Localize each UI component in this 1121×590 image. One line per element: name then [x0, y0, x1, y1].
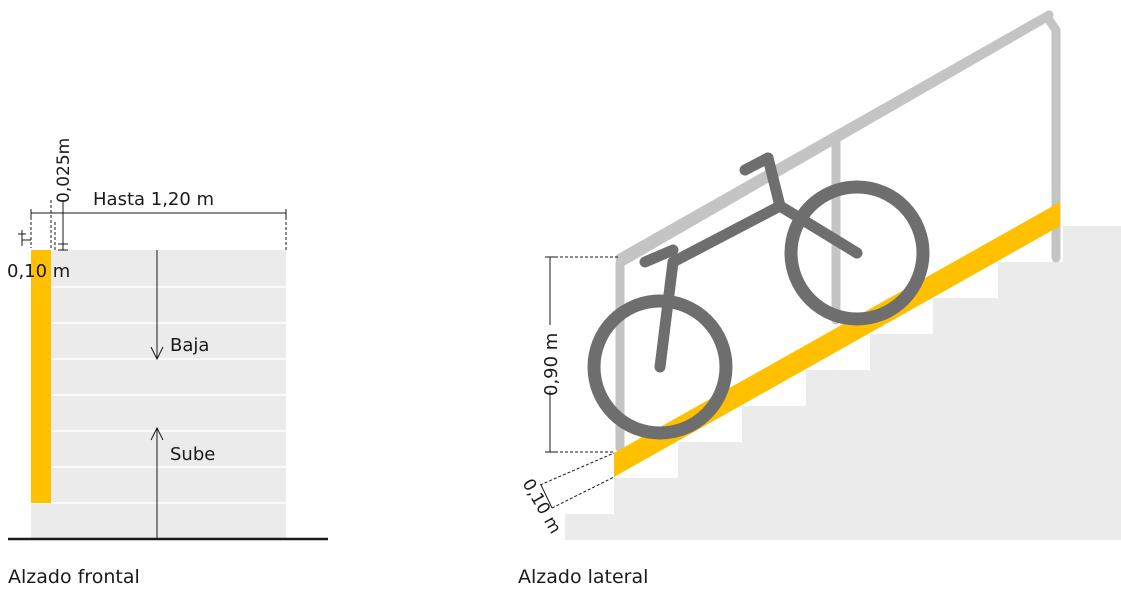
height-label: 0,90 m — [541, 333, 562, 396]
bicycle-front-wheel — [784, 180, 930, 326]
channel-label-side: 0,10 m — [518, 476, 565, 538]
up-label: Sube — [170, 444, 215, 465]
down-label: Baja — [170, 335, 209, 356]
side-stairs — [565, 226, 1121, 540]
channel-label-front: 0,10 m — [7, 261, 70, 282]
side-bike-channel — [614, 202, 1060, 477]
width-label: Hasta 1,20 m — [93, 189, 214, 210]
side-channel-dimension — [539, 452, 615, 509]
side-elevation: 0,90 m 0,10 m — [518, 10, 1121, 540]
up-arrow — [150, 426, 164, 539]
front-stairs — [31, 250, 286, 538]
gap-label: 0,025m — [54, 138, 74, 203]
front-elevation: Hasta 1,20 m 0,025m 0,10 m Baja Sube — [7, 138, 328, 541]
side-caption: Alzado lateral — [518, 566, 649, 588]
bicycle-icon — [587, 152, 930, 440]
front-bike-channel — [31, 250, 51, 503]
gap-dimension — [50, 200, 68, 251]
bicycle-rear-wheel — [587, 294, 733, 440]
handrail — [615, 10, 1061, 453]
channel-dimension — [18, 230, 31, 246]
down-arrow — [150, 250, 164, 361]
width-dimension — [30, 209, 287, 250]
front-caption: Alzado frontal — [8, 566, 140, 588]
